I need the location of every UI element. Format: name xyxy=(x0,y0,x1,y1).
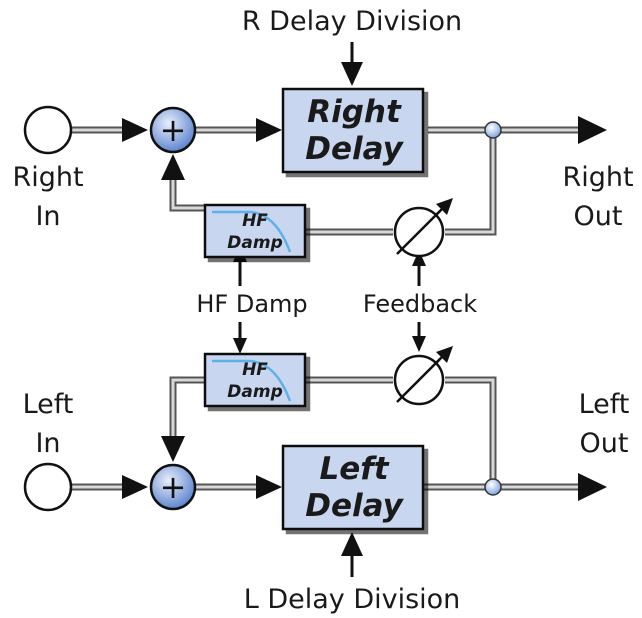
right-delay-label-2: Delay xyxy=(305,131,404,167)
arrow-left-feedback-down xyxy=(161,436,185,462)
hf-damp-top-label-1: HF xyxy=(242,211,268,231)
feedback-control-label: Feedback xyxy=(363,290,477,318)
arrow-right-out xyxy=(578,116,607,144)
arrow-left-adder-out xyxy=(256,475,282,499)
left-delay-label-2: Delay xyxy=(305,488,404,524)
right-input-circle xyxy=(23,105,73,155)
left-delay-block xyxy=(281,444,425,531)
right-junction-node xyxy=(484,121,502,139)
right-in-label-1: Right xyxy=(12,162,83,193)
hf-damp-top-curve xyxy=(212,210,292,253)
hf-damp-control-label: HF Damp xyxy=(196,290,307,318)
left-feedback-gain-control xyxy=(393,346,453,406)
r-delay-division-label: R Delay Division xyxy=(242,6,462,37)
left-adder: + xyxy=(149,463,197,511)
left-in-label-2: In xyxy=(35,428,60,459)
right-adder: + xyxy=(149,106,197,154)
right-out-label-1: Right xyxy=(562,162,633,193)
hf-damp-bottom-label-2: Damp xyxy=(227,382,282,402)
arrow-right-in xyxy=(122,118,148,142)
arrow-right-adder-out xyxy=(256,118,282,142)
right-delay-block xyxy=(281,87,425,174)
hf-damp-top-label-2: Damp xyxy=(227,233,282,253)
right-in-label-2: In xyxy=(35,201,60,232)
hf-damp-bottom-label-1: HF xyxy=(242,360,268,380)
arrowheads xyxy=(122,116,607,501)
right-feedback-gain-control xyxy=(393,198,453,258)
left-out-label-2: Out xyxy=(580,428,629,459)
left-input-circle xyxy=(23,462,73,512)
right-out-label-2: Out xyxy=(574,201,623,232)
left-in-label-1: Left xyxy=(23,389,74,420)
left-delay-label-1: Left xyxy=(319,451,389,487)
left-adder-symbol: + xyxy=(160,468,187,506)
right-delay-label-1: Right xyxy=(307,94,402,130)
left-out-label-1: Left xyxy=(579,389,630,420)
arrow-left-out xyxy=(578,473,607,501)
l-delay-division-label: L Delay Division xyxy=(244,584,461,615)
left-junction-node xyxy=(484,478,502,496)
arrow-left-in xyxy=(122,475,148,499)
arrow-right-feedback-up xyxy=(161,154,185,180)
right-adder-symbol: + xyxy=(160,111,187,149)
signal-wires xyxy=(72,126,580,491)
hf-damp-bottom-curve xyxy=(212,359,292,402)
